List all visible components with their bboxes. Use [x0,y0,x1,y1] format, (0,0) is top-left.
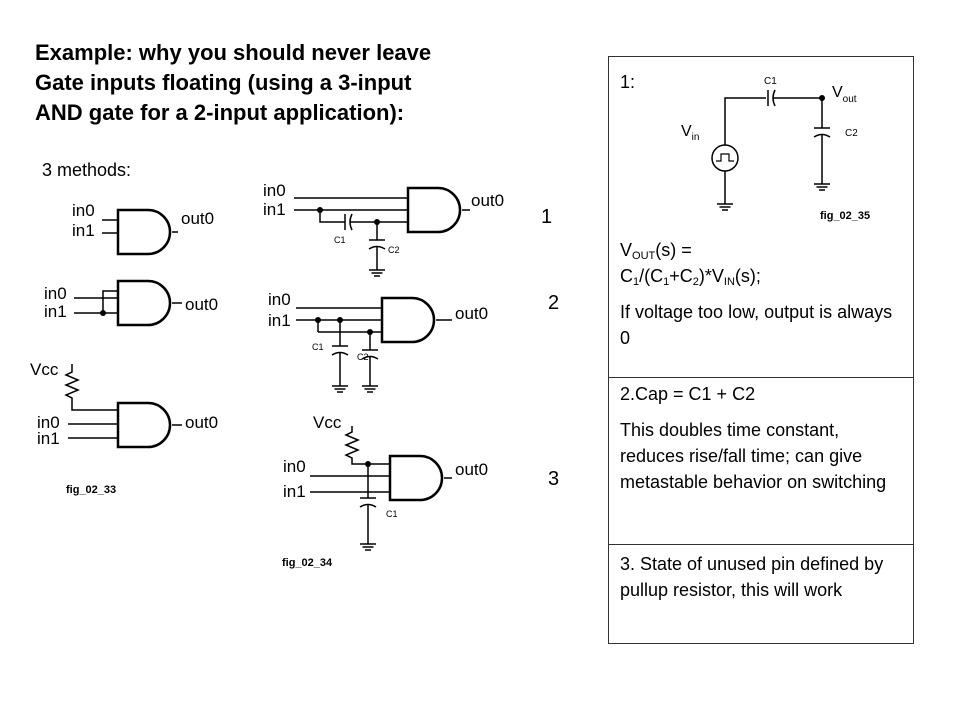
explanation-panel: 1: fig_02_35 VOUT(s) =C1/(C1+C2)*VIN(s);… [608,56,914,644]
methods-label: 3 methods: [42,160,132,180]
label-vcc-middle: Vcc [313,413,342,432]
label-vout-panel: Vout [832,84,857,105]
label-c1-middle-1: C1 [334,235,346,245]
caption-fig-02-33: fig_02_33 [66,484,116,496]
transfer-equation: VOUT(s) =C1/(C1+C2)*VIN(s); [620,240,761,288]
label-in1-middle-3: in1 [283,482,306,501]
section-divider-1 [609,377,913,378]
title-line-2: Gate inputs floating (using a 3-input [35,70,412,95]
label-in0-left-2: in0 [44,284,67,303]
label-out0-left-3: out0 [185,413,218,432]
divider-circuit: C1 C2 Vin Vout [681,76,858,211]
section-3-text: 3. State of unused pin defined by pullup… [620,554,884,600]
section-2-text: This doubles time constant, reduces rise… [620,420,887,492]
and-gate-left-3 [116,401,172,449]
section-2: 2.Cap = C1 + C2 This doubles time consta… [609,381,913,495]
label-in0-middle-2: in0 [268,290,291,309]
label-vcc-left: Vcc [30,360,59,379]
label-c2-middle-1: C2 [388,245,400,255]
section-2-heading: 2.Cap = C1 + C2 [620,384,756,404]
label-in1-left-2: in1 [44,302,67,321]
left-gate-3-group: Vcc in0 in1 out0 [30,360,218,449]
section-1-number: 1: [620,72,636,92]
middle-circuit-1: in0 in1 out0 C1 C2 [263,181,504,277]
label-in0-left-3: in0 [37,413,60,432]
caption-fig-02-34: fig_02_34 [282,557,333,569]
left-gate-1-group: in0 in1 out0 [72,201,214,256]
label-in0-left-1: in0 [72,201,95,220]
label-in0-middle-3: in0 [283,457,306,476]
label-out0-left-1: out0 [181,209,214,228]
title-line-1: Example: why you should never leave [35,40,432,65]
label-in1-left-3: in1 [37,429,60,448]
and-gate-left-2 [116,279,172,327]
and-gate-middle-1 [406,186,462,234]
label-c1-middle-3: C1 [386,509,398,519]
middle-circuit-3: Vcc in0 in1 out0 C1 [283,413,488,551]
label-c2-middle-2: C2 [357,352,369,362]
pullup-resistor-middle [344,426,390,465]
left-gate-2-group: in0 in1 out0 [44,279,218,327]
label-in0-middle-1: in0 [263,181,286,200]
method-number-2: 2 [548,292,560,314]
label-in1-middle-1: in1 [263,200,286,219]
method-number-3: 3 [548,468,560,490]
label-out0-middle-2: out0 [455,304,488,323]
method-number-1: 1 [541,206,553,228]
and-gate-middle-2 [380,296,436,344]
middle-circuit-2: in0 in1 out0 C1 C2 [268,290,488,393]
label-c2-panel: C2 [845,128,858,139]
label-out0-left-2: out0 [185,295,218,314]
section-1-note: If voltage too low, output is always 0 [620,302,893,348]
and-gate-middle-3 [388,454,444,502]
slide-title: Example: why you should never leave Gate… [35,38,555,128]
pullup-resistor-left [64,364,118,411]
section-3: 3. State of unused pin defined by pullup… [609,551,913,603]
label-in1-middle-2: in1 [268,311,291,330]
label-c1-panel: C1 [764,76,777,87]
section-1-equation-block: VOUT(s) =C1/(C1+C2)*VIN(s); If voltage t… [609,237,913,351]
label-vin-panel: Vin [681,123,699,143]
title-line-3: AND gate for a 2-input application): [35,100,405,125]
section-1: 1: [609,69,913,95]
label-c1-middle-2: C1 [312,342,324,352]
label-in1-left-1: in1 [72,221,95,240]
caption-fig-02-35: fig_02_35 [820,210,871,222]
label-out0-middle-3: out0 [455,460,488,479]
and-gate-left-1 [116,208,172,256]
section-divider-2 [609,544,913,545]
label-out0-middle-1: out0 [471,191,504,210]
